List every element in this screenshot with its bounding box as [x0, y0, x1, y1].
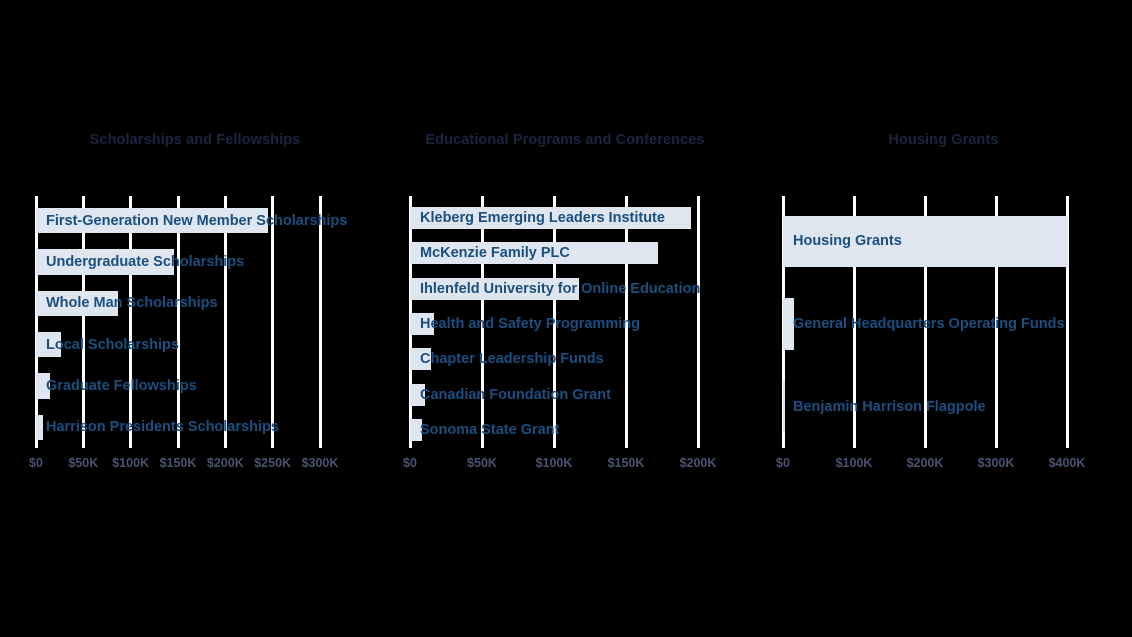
x-axis-tick-label: $150K: [159, 456, 197, 470]
bar: [36, 331, 61, 358]
tick-mark: [129, 196, 133, 203]
bar-label: Benjamin Harrison Flagpole: [793, 398, 986, 415]
x-axis-tick-label: $100K: [112, 456, 150, 470]
x-axis-tick-label: $0: [29, 456, 43, 470]
gridline: [852, 200, 856, 448]
gridline: [552, 200, 556, 448]
bar: [410, 206, 691, 229]
tick-mark: [34, 196, 38, 203]
tick-mark: [781, 196, 785, 203]
bar: [410, 383, 426, 406]
gridline: [624, 200, 628, 448]
gridline: [223, 200, 227, 448]
x-axis-tick-label: $400K: [1048, 456, 1086, 470]
x-axis-tick-label: $50K: [467, 456, 497, 470]
gridline: [318, 200, 322, 448]
tick-mark: [994, 196, 998, 203]
gridline: [176, 200, 180, 448]
tick-mark: [552, 196, 556, 203]
panel-scholarships-and-fellowships: Scholarships and Fellowships $0 $50K $100K…: [0, 0, 390, 637]
gridline: [923, 200, 927, 448]
bar: [410, 277, 580, 300]
x-axis-tick-label: $150K: [607, 456, 645, 470]
panel-title: Educational Programs and Conferences: [425, 132, 705, 148]
bar: [36, 249, 175, 275]
tick-mark: [223, 196, 227, 203]
bar: [410, 313, 435, 335]
bar-label: Sonoma State Grant: [420, 422, 560, 439]
x-axis-tick-label: $50K: [68, 456, 99, 470]
bar: [410, 242, 659, 265]
bar: [410, 348, 431, 371]
tick-mark: [480, 196, 484, 203]
x-axis-tick-label: $200K: [679, 456, 717, 470]
gridline: [1065, 200, 1069, 448]
tick-mark: [318, 196, 322, 203]
gridline: [34, 200, 38, 448]
tick-mark: [176, 196, 180, 203]
bar: [783, 381, 785, 433]
gridline: [271, 200, 275, 448]
gridline: [480, 200, 484, 448]
tick-mark: [852, 196, 856, 203]
gridline: [994, 200, 998, 448]
bar: [36, 290, 119, 317]
x-axis-tick-label: $300K: [977, 456, 1015, 470]
tick-mark: [923, 196, 927, 203]
x-axis-tick-label: $200K: [906, 456, 944, 470]
bar: [410, 419, 423, 442]
x-axis-tick-label: $0: [403, 456, 417, 470]
bar: [783, 215, 1069, 267]
tick-mark: [81, 196, 85, 203]
bar: [36, 414, 43, 441]
x-axis-tick-label: $0: [776, 456, 790, 470]
gridline: [129, 200, 133, 448]
panel-title: Scholarships and Fellowships: [89, 132, 301, 148]
tick-mark: [1065, 196, 1069, 203]
tick-mark: [696, 196, 700, 203]
gridline: [81, 200, 85, 448]
bar-label: General Headquarters Operating Funds: [793, 315, 1065, 332]
bar: [36, 207, 268, 234]
tick-mark: [624, 196, 628, 203]
bar: [783, 298, 794, 350]
tick-mark: [271, 196, 275, 203]
bar-label: Chapter Leadership Funds: [420, 351, 604, 368]
x-axis-tick-label: $250K: [254, 456, 292, 470]
bar: [36, 373, 51, 399]
bar-label: Graduate Fellowships: [46, 377, 197, 394]
x-axis-tick-label: $200K: [206, 456, 244, 470]
x-axis-tick-label: $100K: [535, 456, 573, 470]
tick-mark: [408, 196, 412, 203]
bar-label: Health and Safety Programming: [420, 315, 640, 332]
gridline: [696, 200, 700, 448]
bar-label: Local Scholarships: [46, 336, 179, 353]
panel-title: Housing Grants: [888, 132, 999, 148]
panel-educational-programs-and-conferences: Educational Programs and Conferences $0 $…: [380, 0, 750, 637]
x-axis-tick-label: $300K: [301, 456, 339, 470]
x-axis-tick-label: $100K: [835, 456, 873, 470]
bar-label: Canadian Foundation Grant: [420, 386, 611, 403]
